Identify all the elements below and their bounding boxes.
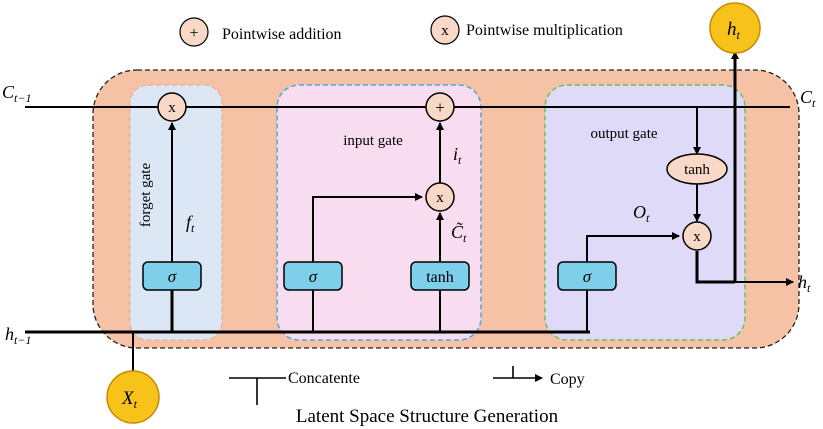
input-sigma-box bbox=[283, 261, 343, 291]
input-gate-label: input gate bbox=[343, 133, 403, 149]
c-prev-label: Ct−1 bbox=[2, 82, 31, 105]
forget-multiply-symbol: x bbox=[168, 100, 176, 116]
forget-gate-label: forget gate bbox=[138, 163, 154, 228]
output-sigma-to-mul bbox=[586, 232, 680, 262]
legend-add-icon bbox=[179, 17, 209, 47]
input-multiply-op bbox=[425, 182, 455, 212]
output-sigma-label: σ bbox=[583, 267, 592, 286]
input-it-label: it bbox=[453, 144, 462, 167]
copy-label: Copy bbox=[550, 371, 585, 388]
forget-sigma-label: σ bbox=[168, 267, 177, 286]
input-sigma-to-mul bbox=[312, 193, 423, 262]
xt-input-node bbox=[106, 370, 160, 424]
input-tanh-label: tanh bbox=[426, 269, 454, 286]
concat-symbol-icon bbox=[229, 377, 286, 405]
input-add-symbol: + bbox=[435, 98, 445, 117]
copy-symbol-icon bbox=[493, 366, 543, 382]
input-multiply-symbol: x bbox=[436, 190, 444, 206]
h-prev-label: ht−1 bbox=[5, 324, 31, 347]
output-tanh-op bbox=[666, 153, 728, 185]
diagram-caption: Latent Space Structure Generation bbox=[296, 406, 559, 427]
input-sigma-label: σ bbox=[309, 267, 318, 286]
output-sigma-box bbox=[557, 261, 617, 291]
output-gate-label: output gate bbox=[590, 126, 657, 142]
output-multiply-symbol: x bbox=[693, 229, 701, 245]
ht-output-label: ht bbox=[727, 19, 741, 42]
input-gate-region bbox=[276, 84, 482, 341]
forget-sigma-box bbox=[142, 261, 202, 291]
forget-ft-label: ft bbox=[186, 212, 195, 235]
input-ct-tilde-label: C̃t bbox=[451, 222, 467, 245]
mul-to-ht-wire bbox=[695, 251, 735, 284]
legend-mul-icon bbox=[430, 15, 460, 45]
legend-mul-symbol: x bbox=[441, 23, 449, 39]
legend-add-label: Pointwise addition bbox=[222, 26, 342, 43]
concat-label: Concatente bbox=[288, 370, 360, 387]
ht-output-node bbox=[709, 2, 761, 54]
output-ot-label: Ot bbox=[633, 202, 650, 225]
legend-add-symbol: + bbox=[189, 25, 198, 42]
h-t-right-label: ht bbox=[798, 272, 811, 295]
input-add-op bbox=[425, 92, 455, 122]
output-multiply-op bbox=[682, 221, 712, 251]
input-tanh-box bbox=[410, 261, 470, 291]
c-t-label: Ct bbox=[800, 87, 816, 110]
legend-mul-label: Pointwise multiplication bbox=[466, 22, 623, 39]
forget-multiply-op bbox=[157, 92, 187, 122]
xt-input-label: Xt bbox=[121, 388, 138, 411]
output-tanh-label: tanh bbox=[684, 162, 710, 178]
